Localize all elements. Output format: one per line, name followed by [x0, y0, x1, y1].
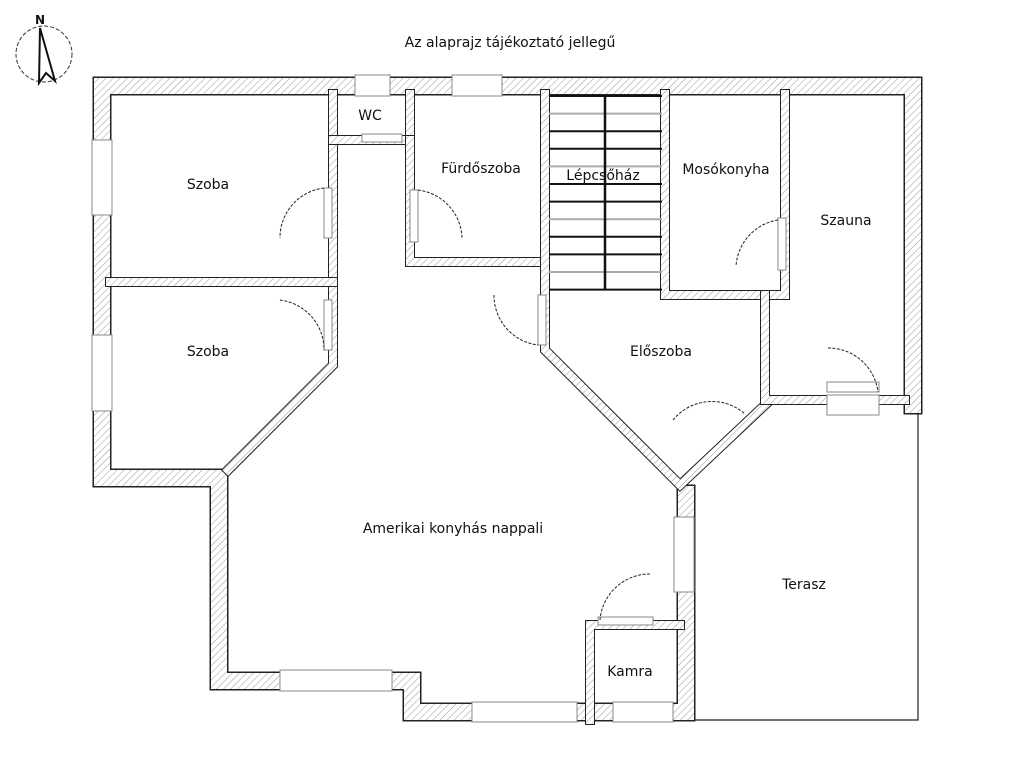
- room-labels: Szoba Szoba WC Fürdőszoba Lépcsőház Mosó…: [187, 108, 872, 680]
- doors: [279, 133, 880, 626]
- room-label-nappali: Amerikai konyhás nappali: [363, 521, 543, 537]
- interior-wall: [222, 90, 337, 476]
- room-label-lepcsohaz: Lépcsőház: [566, 168, 639, 184]
- windows: [91, 74, 880, 723]
- room-label-wc: WC: [358, 108, 382, 124]
- interior-wall: [405, 135, 550, 267]
- interior-walls: [105, 89, 910, 725]
- room-label-szoba-2: Szoba: [187, 344, 229, 360]
- interior-wall: [541, 90, 771, 491]
- compass-north-label: N: [35, 13, 45, 27]
- interior-wall: [660, 89, 790, 300]
- room-label-kamra: Kamra: [607, 664, 653, 680]
- room-label-mosokonyha: Mosókonyha: [682, 162, 769, 178]
- room-label-eloszoba: Előszoba: [630, 344, 692, 360]
- terrace-outline: [689, 412, 919, 721]
- staircase: [549, 95, 662, 291]
- room-label-terasz: Terasz: [781, 577, 826, 593]
- room-label-szauna: Szauna: [820, 213, 871, 229]
- north-arrow-icon: N: [15, 13, 73, 87]
- room-label-furdoszoba: Fürdőszoba: [441, 161, 521, 177]
- room-label-szoba-1: Szoba: [187, 177, 229, 193]
- interior-wall: [406, 136, 549, 266]
- plan-title: Az alaprajz tájékoztató jellegű: [405, 35, 616, 51]
- interior-wall: [661, 90, 789, 299]
